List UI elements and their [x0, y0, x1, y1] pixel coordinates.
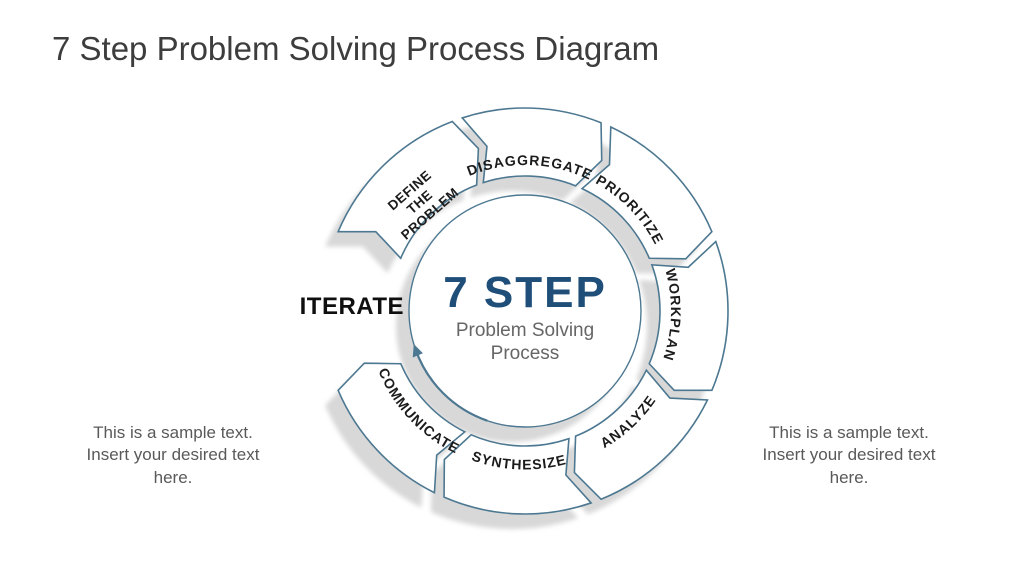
sample-text-right: This is a sample text. Insert your desir… — [762, 423, 936, 487]
segment-shape-analyze — [573, 368, 709, 501]
segment-shape-define-the-problem — [336, 120, 480, 260]
segment-shape-disaggregate — [460, 107, 603, 187]
segment-shape-workplan — [648, 240, 729, 392]
page-title: 7 Step Problem Solving Process Diagram — [52, 30, 660, 67]
iterate-arrow-shaft — [414, 348, 488, 422]
segment-shape-synthesize — [443, 433, 593, 515]
diagram-inner-circle — [408, 194, 642, 428]
sample-text-left: This is a sample text. Insert your desir… — [86, 423, 260, 487]
iterate-label: ITERATE — [299, 293, 404, 320]
segment-shape-communicate — [337, 362, 467, 494]
segment-shape-prioritize — [580, 125, 713, 260]
iterate-arrowhead-icon — [412, 343, 423, 358]
